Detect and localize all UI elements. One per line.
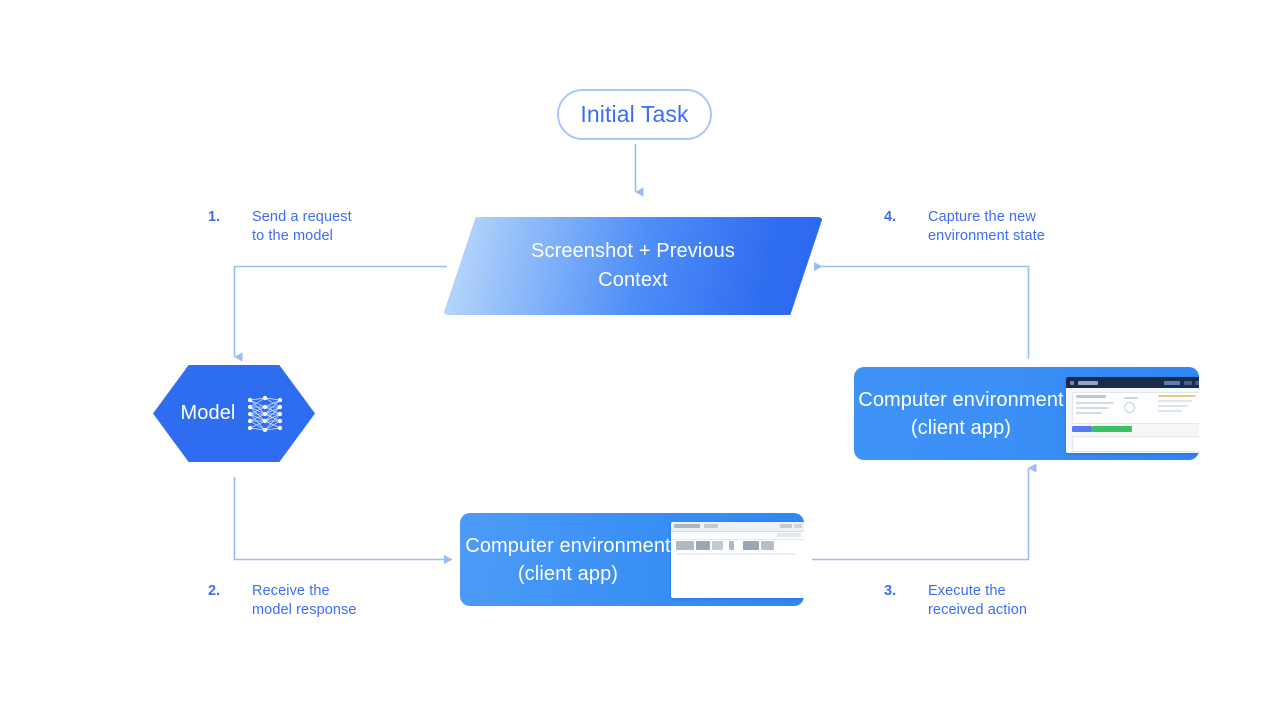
step-1-number: 1. (208, 209, 221, 225)
env-bottom-line2: (client app) (517, 562, 619, 585)
env-right-thumbnail (1066, 377, 1199, 453)
env-bottom-text: Computer environment (client app) (462, 513, 674, 606)
model-node[interactable]: Model (153, 365, 315, 462)
parallelogram-shape (443, 217, 823, 315)
screenshot-context-text: Screenshot + Previous Context (443, 217, 823, 315)
env-right-node[interactable]: Computer environment (client app) (854, 367, 1199, 460)
thumbnail-titlebar (1066, 377, 1199, 388)
env-right-line2: (client app) (910, 416, 1012, 439)
model-label: Model (180, 402, 236, 424)
env-right-text: Computer environment (client app) (856, 367, 1066, 460)
neural-network-icon (248, 395, 283, 432)
env-bottom-line1: Computer environment (465, 534, 671, 557)
initial-task-node[interactable]: Initial Task (557, 89, 712, 140)
step-1-text: Send a request to the model (252, 209, 352, 244)
screenshot-context-node[interactable]: Screenshot + Previous Context (443, 217, 823, 315)
step-2-number: 2. (208, 583, 221, 599)
screenshot-context-line1: Screenshot + Previous (531, 240, 735, 262)
step-3-number: 3. (884, 583, 897, 599)
connector-env-right-to-screenshot (813, 261, 1030, 359)
step-1-label: 1. Send a request to the model (208, 208, 352, 246)
step-2-label: 2. Receive the model response (208, 582, 357, 620)
thumbnail-titlebar (671, 522, 804, 532)
step-4-text: Capture the new environment state (928, 209, 1045, 244)
model-node-content: Model (153, 365, 315, 462)
connector-model-to-env-bottom (233, 477, 453, 565)
step-3-label: 3. Execute the received action (884, 582, 1027, 620)
step-3-text: Execute the received action (928, 583, 1028, 618)
step-4-number: 4. (884, 209, 897, 225)
step-2-text: Receive the model response (252, 583, 357, 618)
screenshot-context-line2: Context (598, 269, 668, 291)
connector-screenshot-to-model (233, 265, 447, 362)
initial-task-label: Initial Task (580, 101, 689, 127)
env-bottom-thumbnail (671, 522, 804, 598)
env-bottom-node[interactable]: Computer environment (client app) (460, 513, 804, 606)
connector-env-bottom-to-env-right (812, 463, 1037, 561)
env-right-line1: Computer environment (858, 388, 1064, 411)
hexagon-shape (153, 365, 315, 462)
step-4-label: 4. Capture the new environment state (884, 208, 1045, 246)
